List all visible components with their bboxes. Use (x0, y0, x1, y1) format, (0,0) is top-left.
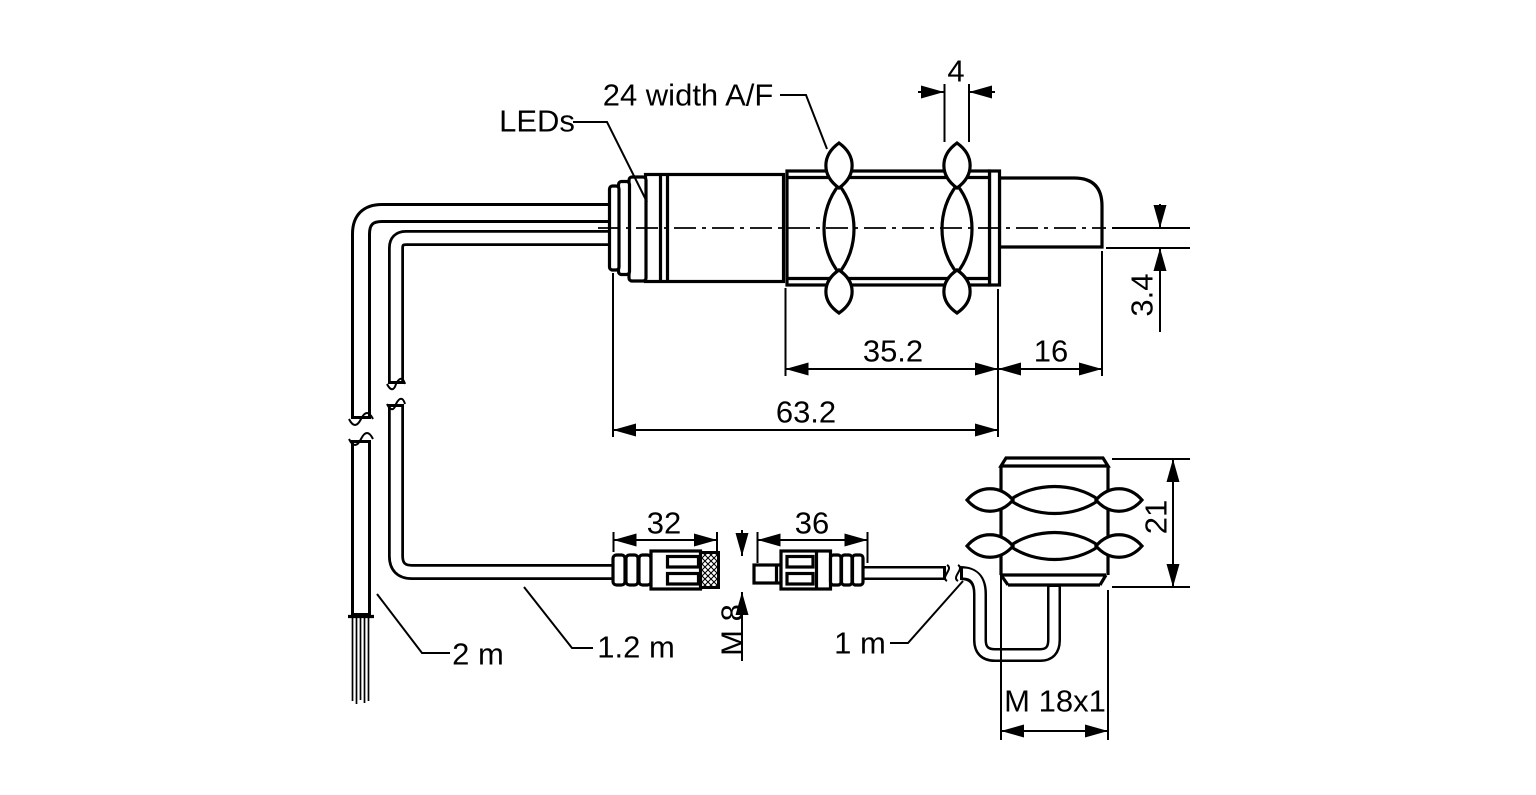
cable-2m (348, 203, 617, 704)
leader-line (523, 586, 593, 649)
dimension-thread-length: 35.2 (784, 288, 999, 437)
label-wrench-width: 24 width A/F (603, 78, 828, 150)
hex-nut-row-upper (964, 485, 1145, 515)
leader-line (376, 593, 450, 654)
svg-text:24 width A/F: 24 width A/F (603, 78, 774, 113)
leader-line (573, 121, 648, 203)
connector-slot (785, 554, 815, 569)
cable-break-mark (348, 432, 374, 446)
dim-text-cable-exit-offset: 3.4 (1125, 273, 1160, 316)
cable-break-mark (348, 412, 374, 426)
dimension-m18-thread: M 18x1 (1000, 560, 1109, 740)
sensor-side-view (598, 141, 1106, 315)
leader-line (890, 580, 964, 644)
leader-line (780, 94, 828, 150)
strain-relief (828, 553, 865, 587)
label-cable-1-2m: 1.2 m (523, 586, 675, 665)
dim-text-total-length: 63.2 (776, 395, 836, 430)
dimension-female-connector: 32 (612, 506, 718, 552)
dim-text-elbow-length: 16 (1034, 334, 1068, 369)
dim-text-female-connector: 32 (647, 506, 681, 541)
dimension-nut-thickness: 4 (918, 54, 995, 142)
svg-text:1 m: 1 m (834, 626, 886, 661)
sensor-front-view (964, 456, 1145, 587)
dimension-elbow-length: 16 (998, 251, 1103, 376)
hex-nut-row-lower (964, 531, 1145, 561)
cable-break-mark (386, 397, 406, 411)
dimension-cable-exit-offset: 3.4 (1106, 204, 1190, 332)
svg-text:2 m: 2 m (452, 637, 504, 672)
dimension-body-height: 21 (1112, 458, 1190, 588)
cable-1-2m (386, 230, 617, 580)
cable-break-mark (944, 564, 950, 582)
m8-connector-female (611, 549, 720, 591)
connector-slot (665, 571, 701, 586)
connector-slot (665, 554, 701, 569)
connector-slot (785, 571, 815, 586)
svg-text:LEDs: LEDs (499, 104, 575, 139)
dim-text-male-connector: 36 (795, 506, 829, 541)
wire-strands (351, 618, 370, 704)
strain-relief (611, 553, 653, 587)
dimension-total-length: 63.2 (612, 273, 998, 437)
cable-1m (862, 564, 1061, 662)
svg-text:1.2 m: 1.2 m (597, 630, 675, 665)
hex-nut-rear (822, 141, 856, 315)
label-leds: LEDs (499, 104, 648, 203)
led-end-cap (607, 175, 648, 283)
cable-break-mark (386, 377, 406, 391)
elbow-cable-exit (997, 176, 1104, 249)
hex-nut-front (940, 141, 974, 315)
label-cable-2m: 2 m (376, 593, 504, 672)
label-connector-size: M 8 (715, 604, 750, 656)
knurled-nut (699, 551, 720, 589)
top-cap (998, 456, 1111, 468)
bottom-cap (999, 573, 1108, 587)
label-cable-1m: 1 m (834, 580, 964, 661)
dimension-m8: M 8 (715, 530, 750, 661)
dimension-male-connector: 36 (756, 506, 869, 563)
dim-text-nut-thickness: 4 (947, 54, 964, 89)
dim-text-thread-length: 35.2 (863, 334, 923, 369)
cable-break-mark (955, 564, 961, 582)
m8-connector-male (752, 549, 865, 591)
label-thread-spec: M 18x1 (1004, 684, 1106, 719)
dim-text-body-height: 21 (1139, 500, 1174, 534)
